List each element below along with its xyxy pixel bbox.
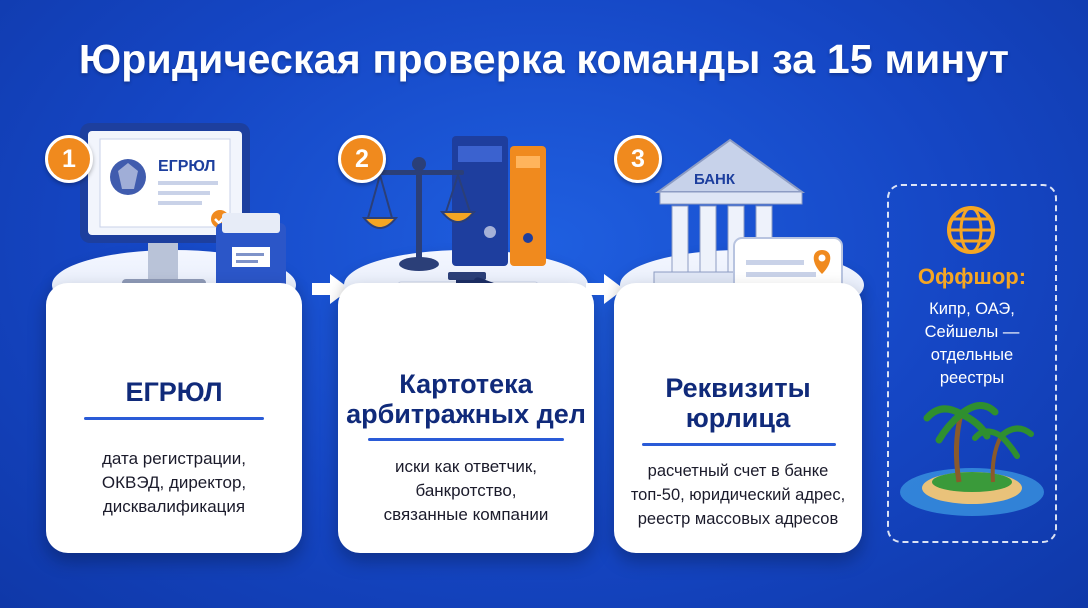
step-3-underline bbox=[642, 443, 836, 446]
step-2-body: иски как ответчик, банкротство, связанны… bbox=[383, 457, 549, 524]
palm-island-icon bbox=[900, 402, 1044, 516]
step-1-title: ЕГРЮЛ bbox=[125, 377, 223, 407]
bank-label: БАНК bbox=[694, 171, 736, 188]
step-1-badge: 1 bbox=[45, 135, 93, 183]
step-3-body: расчетный счет в банке топ-50, юридическ… bbox=[630, 462, 846, 528]
step-3-title: Реквизиты юрлица bbox=[665, 373, 811, 433]
monitor-label: ЕГРЮЛ bbox=[158, 158, 216, 175]
globe-icon bbox=[947, 206, 995, 254]
step-2-title: Картотека арбитражных дел bbox=[346, 369, 586, 429]
page-title: Юридическая проверка команды за 15 минут bbox=[78, 36, 1010, 82]
step-2-underline bbox=[368, 438, 564, 441]
offshore-title: Оффшор: bbox=[917, 264, 1027, 289]
step-1-body: дата регистрации, ОКВЭД, директор, дискв… bbox=[101, 449, 247, 516]
arrow-right-icon bbox=[586, 274, 624, 304]
offshore-body: Кипр, ОАЭ, Сейшелы — отдельные реестры bbox=[924, 300, 1020, 387]
step-1-card: ЕГРЮЛ дата регистрации, ОКВЭД, директор,… bbox=[46, 283, 302, 553]
step-1-underline bbox=[84, 417, 264, 420]
arrow-right-icon bbox=[312, 274, 350, 304]
step-2-badge: 2 bbox=[338, 135, 386, 183]
monitor-registry-icon: ЕГРЮЛ bbox=[80, 123, 286, 315]
offshore-panel: Оффшор: Кипр, ОАЭ, Сейшелы — отдельные р… bbox=[887, 184, 1057, 543]
step-3-card: Реквизиты юрлица расчетный счет в банке … bbox=[614, 283, 862, 553]
step-3-badge: 3 bbox=[614, 135, 662, 183]
step-2-card: Картотека арбитражных дел иски как ответ… bbox=[338, 283, 594, 553]
